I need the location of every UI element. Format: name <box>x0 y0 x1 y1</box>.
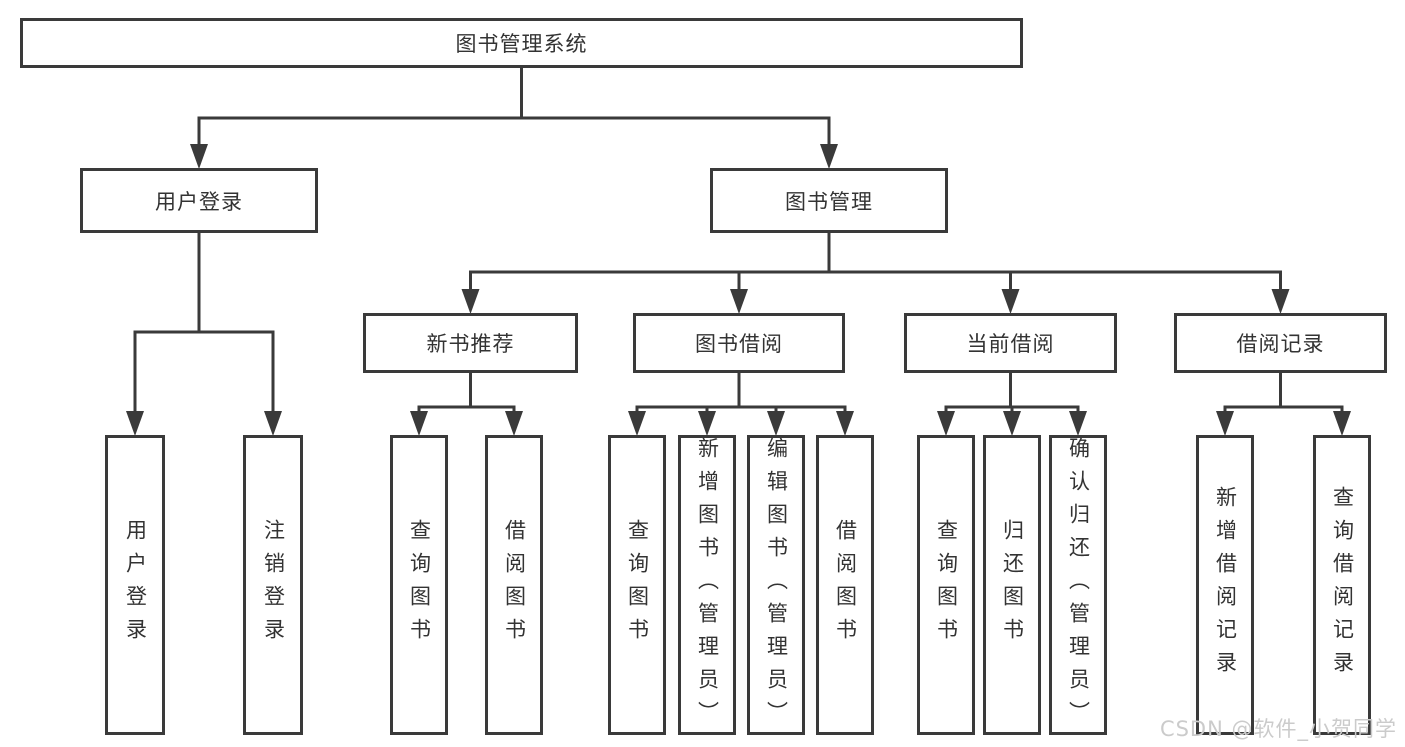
node-leaf-logout: 注销登录 <box>243 435 303 735</box>
arrowhead-icon <box>1271 289 1290 314</box>
node-label-leaf-bb-edit: 编辑图书（管理员） <box>764 436 789 734</box>
node-book-mgmt: 图书管理 <box>710 168 948 233</box>
node-label-leaf-bb-query: 查询图书 <box>625 519 650 651</box>
node-leaf-login: 用户登录 <box>105 435 165 735</box>
node-leaf-bb-edit: 编辑图书（管理员） <box>747 435 805 735</box>
node-label-leaf-logout: 注销登录 <box>261 519 286 651</box>
arrowhead-icon <box>190 144 208 169</box>
node-leaf-cb-query: 查询图书 <box>917 435 975 735</box>
node-label-leaf-cb-confirm: 确认归还（管理员） <box>1066 436 1091 734</box>
arrowhead-icon <box>410 411 428 436</box>
arrowhead-icon <box>628 411 646 436</box>
node-label-root: 图书管理系统 <box>455 32 588 56</box>
arrowhead-icon <box>126 411 144 436</box>
node-leaf-nb-query: 查询图书 <box>390 435 448 735</box>
node-label-borrow-records: 借阅记录 <box>1236 332 1325 356</box>
node-label-leaf-bb-add: 新增图书（管理员） <box>695 436 720 734</box>
arrowhead-icon <box>505 411 523 436</box>
arrowhead-icon <box>1216 411 1234 436</box>
node-leaf-bb-borrow: 借阅图书 <box>816 435 874 735</box>
node-book-borrow: 图书借阅 <box>633 313 845 373</box>
node-leaf-bb-query: 查询图书 <box>608 435 666 735</box>
node-label-leaf-br-query: 查询借阅记录 <box>1330 486 1355 684</box>
watermark-text: CSDN @软件_小贺同学 <box>1159 717 1397 741</box>
node-leaf-cb-return: 归还图书 <box>983 435 1041 735</box>
node-leaf-br-query: 查询借阅记录 <box>1313 435 1371 735</box>
node-label-new-book-rec: 新书推荐 <box>426 332 515 356</box>
node-label-leaf-nb-query: 查询图书 <box>407 519 432 651</box>
node-leaf-cb-confirm: 确认归还（管理员） <box>1049 435 1107 735</box>
arrowhead-icon <box>461 289 480 314</box>
arrowhead-icon <box>836 411 854 436</box>
node-label-leaf-cb-return: 归还图书 <box>1000 519 1025 651</box>
node-leaf-br-add: 新增借阅记录 <box>1196 435 1254 735</box>
node-root: 图书管理系统 <box>20 18 1023 68</box>
node-label-leaf-bb-borrow: 借阅图书 <box>833 519 858 651</box>
node-label-book-mgmt: 图书管理 <box>785 189 873 214</box>
arrowhead-icon <box>1001 289 1020 314</box>
node-leaf-nb-borrow: 借阅图书 <box>485 435 543 735</box>
arrowhead-icon <box>1003 411 1021 436</box>
node-label-current-borrow: 当前借阅 <box>966 332 1055 356</box>
arrowhead-icon <box>937 411 955 436</box>
arrowhead-icon <box>730 289 748 314</box>
arrowhead-icon <box>767 411 785 436</box>
node-user-login: 用户登录 <box>80 168 318 233</box>
node-label-user-login: 用户登录 <box>155 189 243 214</box>
node-borrow-records: 借阅记录 <box>1174 313 1387 373</box>
node-label-leaf-nb-borrow: 借阅图书 <box>502 519 527 651</box>
node-leaf-bb-add: 新增图书（管理员） <box>678 435 736 735</box>
arrowhead-icon <box>820 144 838 169</box>
arrowhead-icon <box>264 411 282 436</box>
arrowhead-icon <box>1069 411 1087 436</box>
arrowhead-icon <box>698 411 716 436</box>
node-label-leaf-br-add: 新增借阅记录 <box>1213 486 1238 684</box>
node-label-leaf-login: 用户登录 <box>123 519 148 651</box>
arrowhead-icon <box>1333 411 1351 436</box>
node-new-book-rec: 新书推荐 <box>363 313 578 373</box>
node-label-book-borrow: 图书借阅 <box>695 332 783 356</box>
node-label-leaf-cb-query: 查询图书 <box>934 519 959 651</box>
node-current-borrow: 当前借阅 <box>904 313 1117 373</box>
